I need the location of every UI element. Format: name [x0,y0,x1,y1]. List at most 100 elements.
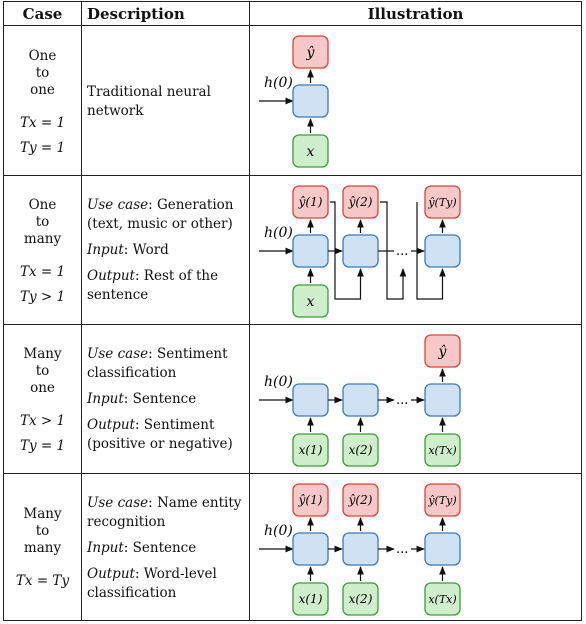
illustration-one-to-one: h(0) ŷ x [259,35,329,168]
output-label: Output [87,268,135,284]
use-case-label: Use case [87,346,149,362]
output-label: Output [87,566,135,582]
header-illustration: Illustration [367,5,464,23]
description-text: Traditional neural network [87,84,211,119]
table-rule-row1 [3,175,582,176]
illustration-many-to-many: h(0) ŷ(1) ŷ(2) ŷ(Ty) ... x(1) x(2) x(Tx) [259,483,461,616]
illustration-many-to-one: h(0) ŷ ... x(1) x(2) x(Tx) [259,334,461,467]
input-text: : Word [123,242,169,258]
use-case-text: : Generation (text, music or other) [87,197,234,232]
output-node [342,185,379,219]
input-label: x(1) [299,592,323,606]
output-label: ŷ(1) [298,195,323,209]
use-case-label: Use case [87,495,149,511]
table-rule-col1 [81,1,82,621]
output-node [424,185,461,219]
hidden-node [342,234,379,268]
case-ty: Ty > 1 [19,289,66,305]
hidden-node [424,532,461,566]
header-case: Case [22,5,63,23]
table-rule-row3 [3,473,582,474]
case-ty: Ty = 1 [19,438,66,454]
input-node [292,134,329,168]
use-case-text: : Name entity recognition [87,495,242,530]
input-text: : Sentence [123,391,197,407]
case-one-to-one: One to one Tx = 1 Ty = 1 [4,48,81,161]
input-label: Input [87,242,124,258]
output-text: : Sentiment (positive or negative) [87,417,233,452]
case-line: One [28,48,57,64]
case-line: One [28,197,57,213]
case-tx-ty: Tx = Ty [15,573,70,589]
case-line: to [35,65,50,81]
input-label: Input [87,391,124,407]
case-line: Many [23,506,62,522]
input-node [292,433,329,467]
hidden-node [424,383,461,417]
input-label: x(1) [299,443,323,457]
description-many-to-one: Use case: Sentiment classification Input… [87,345,249,461]
case-many-to-many: Many to many Tx = Ty [4,506,81,594]
ellipsis: ... [396,244,408,259]
hidden-node [342,532,379,566]
table-rule-col2 [249,1,250,621]
case-tx: Tx = 1 [19,264,66,280]
case-line: one [30,82,55,98]
output-label: Output [87,417,135,433]
use-case-label: Use case [87,197,149,213]
output-label: ŷ(1) [298,493,323,507]
input-label: Input [87,540,124,556]
hidden-node [292,383,329,417]
case-line: to [35,363,50,379]
input-node [292,284,329,318]
input-node [342,582,379,616]
description-many-to-many: Use case: Name entity recognition Input:… [87,494,249,610]
output-node [292,483,329,517]
input-node [292,582,329,616]
case-tx: Tx > 1 [19,413,66,429]
input-label: x(Tx) [428,444,456,457]
hidden-node [424,234,461,268]
output-node [292,35,329,69]
hidden-node [342,383,379,417]
output-node [424,483,461,517]
table-rule-bottom [3,620,582,621]
table-rule-row2 [3,324,582,325]
output-label: ŷ [306,44,316,61]
hidden-node [292,532,329,566]
table-rule-right [581,1,582,621]
case-many-to-one: Many to one Tx > 1 Ty = 1 [4,346,81,459]
ellipsis: ... [396,542,408,557]
h0-label: h(0) [264,374,293,390]
input-text: : Sentence [123,540,197,556]
output-label: ŷ(Ty) [427,494,456,507]
header-description: Description [87,5,185,23]
output-node [342,483,379,517]
case-line: to [35,214,50,230]
table-rule-top [3,1,582,2]
table-rule-left [3,1,4,621]
output-text: : Word-level classification [87,566,217,601]
h0-label: h(0) [264,75,293,91]
case-line: one [30,380,55,396]
illustration-one-to-many: h(0) ŷ(1) ŷ(2) ŷ(Ty) ... x [259,185,461,318]
input-label: x [307,294,315,310]
case-one-to-many: One to many Tx = 1 Ty > 1 [4,197,81,310]
case-line: many [23,231,62,247]
hidden-node [292,234,329,268]
case-line: many [23,540,62,556]
output-label: ŷ(Ty) [427,196,456,209]
table-rule-header [3,25,582,26]
output-text: : Rest of the sentence [87,268,219,303]
ellipsis: ... [396,393,408,408]
description-one-to-one: Traditional neural network [87,83,249,128]
output-label: ŷ(2) [348,195,373,209]
input-label: x(Tx) [428,593,456,606]
use-case-text: : Sentiment classification [87,346,228,381]
input-node [424,582,461,616]
input-label: x [307,144,315,160]
output-node [292,185,329,219]
output-label: ŷ(2) [348,493,373,507]
h0-label: h(0) [264,225,293,241]
input-node [342,433,379,467]
